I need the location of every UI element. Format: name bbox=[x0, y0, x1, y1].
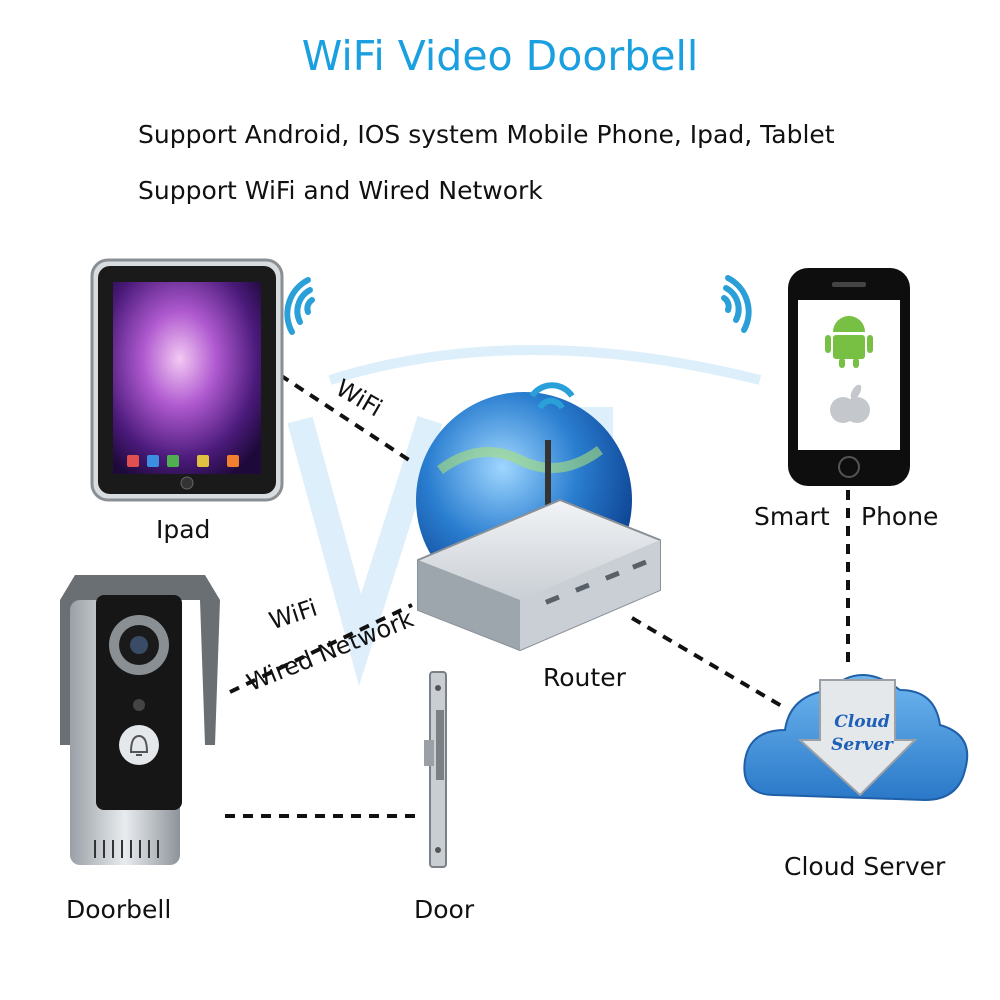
door-lock-icon bbox=[424, 671, 447, 868]
wifi-signal-icon bbox=[284, 277, 315, 335]
router-device bbox=[416, 382, 661, 652]
door-label: Door bbox=[414, 895, 475, 924]
cloud-icon-text-1: Cloud bbox=[834, 712, 890, 732]
doorbell-label: Doorbell bbox=[66, 895, 172, 924]
smart-phone-label-2: Phone bbox=[861, 502, 939, 531]
android-icon bbox=[825, 316, 873, 368]
apple-icon bbox=[830, 384, 870, 423]
ipad-dock bbox=[127, 455, 239, 467]
page-title: WiFi Video Doorbell bbox=[301, 32, 699, 80]
ipad-label: Ipad bbox=[156, 515, 211, 544]
bell-icon bbox=[129, 734, 149, 756]
cloud-server-label: Cloud Server bbox=[784, 852, 946, 881]
ipad-device bbox=[90, 258, 284, 502]
feature-network-support: Support WiFi and Wired Network bbox=[138, 176, 543, 205]
router-label: Router bbox=[543, 663, 626, 692]
router-antenna-signal-icon bbox=[529, 382, 575, 410]
smart-phone-label-1: Smart bbox=[754, 502, 830, 531]
feature-os-support: Support Android, IOS system Mobile Phone… bbox=[138, 120, 835, 149]
cloud-server-icon: Cloud Server bbox=[743, 674, 969, 802]
link-doorbell-router bbox=[229, 603, 413, 694]
doorbell-device bbox=[60, 575, 220, 865]
link-router-cloud bbox=[630, 616, 787, 710]
link-ipad-router bbox=[278, 373, 414, 464]
cloud-icon-text-2: Server bbox=[831, 735, 894, 755]
wifi-signal-icon bbox=[721, 275, 752, 333]
smartphone-device bbox=[788, 268, 910, 486]
